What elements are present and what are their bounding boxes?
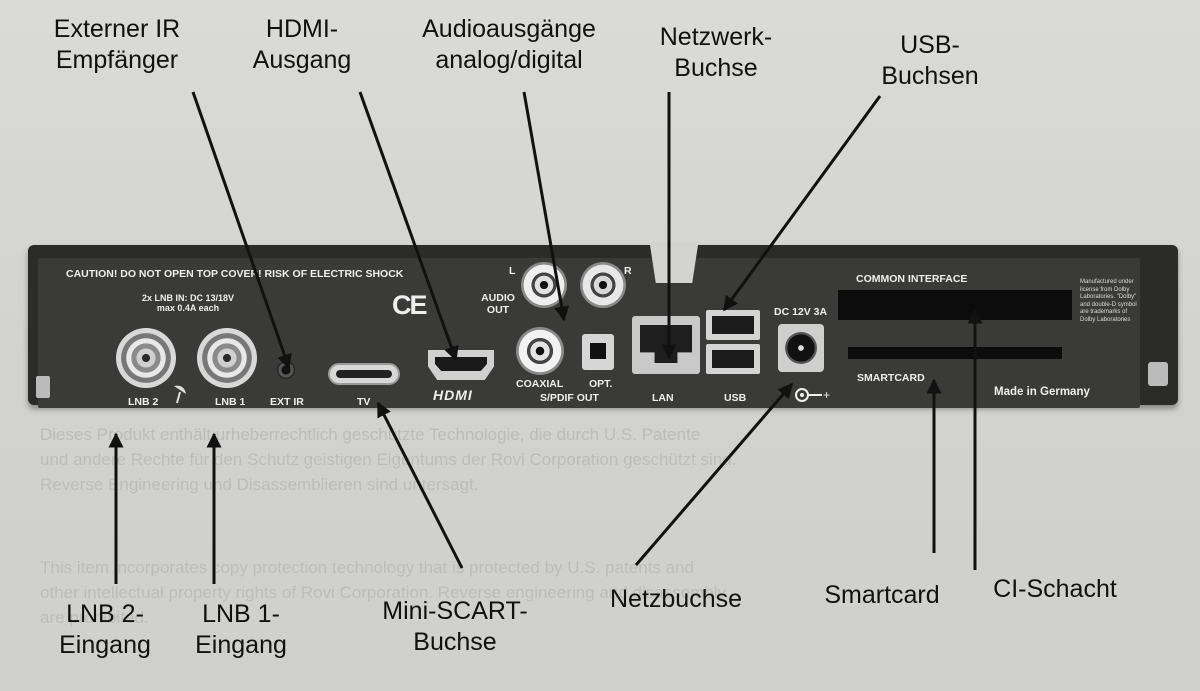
optical-socket (590, 343, 606, 359)
audio-out-line: OUT (486, 304, 510, 316)
dc-label: DC 12V 3A (774, 306, 828, 318)
ce-mark: CE (392, 290, 427, 320)
usb-socket (712, 316, 754, 334)
callout-line: Ausgang (252, 46, 352, 74)
mini-scart-socket (336, 370, 392, 378)
arrow-audio (522, 91, 570, 322)
lnb2-connector[interactable] (116, 328, 176, 388)
callout-line: Buchse (413, 628, 497, 656)
made-in-label: Made in Germany (994, 386, 1090, 398)
ext-ir-label: EXT IR (270, 396, 304, 408)
lnb2-label: LNB 2 (128, 396, 159, 408)
callout-ci-slot: CI-Schacht (993, 575, 1117, 603)
callout-line: analog/digital (435, 46, 583, 74)
callout-power: Netzbuchse (609, 585, 743, 613)
corner-screw-left (36, 376, 50, 398)
hdmi-logo: HDMI (433, 387, 473, 403)
callout-smartcard: Smartcard (824, 581, 940, 609)
usb-port-bottom[interactable] (706, 344, 760, 374)
callout-network: Netzwerk- Buchse (636, 22, 796, 84)
callout-line: Eingang (195, 631, 287, 659)
audio-out-line: AUDIO (481, 292, 515, 304)
callout-line: Netzwerk- (659, 23, 773, 51)
callout-line: Empfänger (55, 46, 179, 74)
callout-line: Eingang (59, 631, 151, 659)
callout-line: Buchse (674, 54, 758, 82)
lan-label: LAN (652, 392, 674, 404)
usb-label: USB (724, 392, 747, 404)
callout-usb: USB- Buchsen (860, 30, 1000, 92)
smartcard-slot[interactable] (848, 347, 1062, 359)
lnb-spec-label: 2x LNB IN: DC 13/18V max 0.4A each (118, 293, 258, 313)
dc-polarity-icon: + (792, 386, 832, 404)
ci-slot[interactable] (838, 290, 1072, 320)
coaxial-jack[interactable] (516, 327, 564, 375)
callout-line: LNB 2- (66, 600, 144, 628)
callout-line: USB- (900, 31, 960, 59)
svg-text:+: + (823, 388, 830, 402)
arrow-power (634, 382, 794, 566)
callout-hdmi-out: HDMI- Ausgang (232, 14, 372, 76)
background-text-line: Dieses Produkt enthält urheberrechtlich … (40, 425, 701, 444)
audio-r-label: R (624, 265, 632, 277)
smartcard-label: SMARTCARD (857, 372, 925, 384)
callout-audio-out: Audioausgänge analog/digital (404, 14, 614, 76)
lnb1-connector[interactable] (197, 328, 257, 388)
lnb1-label: LNB 1 (215, 396, 246, 408)
mini-scart-connector[interactable] (328, 363, 400, 385)
dc-power-jack[interactable] (778, 324, 824, 372)
usb-socket (712, 350, 754, 368)
audio-right-jack[interactable] (580, 262, 626, 308)
arrow-hdmi (358, 91, 459, 362)
background-text-line: are prohibited. (40, 608, 149, 627)
arrow-usb (722, 95, 882, 312)
audio-out-label: AUDIO OUT (468, 292, 528, 316)
callout-mini-scart: Mini-SCART- Buchse (370, 596, 540, 658)
callout-ext-ir: Externer IR Empfänger (26, 14, 208, 76)
callout-line: Externer IR (53, 15, 181, 43)
spdif-label: S/PDIF OUT (540, 392, 599, 404)
background-text-line: other intellectual property rights of Ro… (40, 583, 727, 602)
audio-l-label: L (509, 265, 516, 277)
satellite-dish-icon (172, 382, 188, 404)
callout-line: Audioausgänge (422, 15, 596, 43)
callout-line: Buchsen (881, 62, 979, 90)
lan-port[interactable] (632, 316, 700, 374)
callout-lnb1: LNB 1- Eingang (176, 599, 306, 661)
arrow-ext-ir (191, 91, 292, 370)
callout-lnb2: LNB 2- Eingang (40, 599, 170, 661)
callout-line: HDMI- (265, 15, 339, 43)
corner-screw-right (1148, 362, 1168, 386)
optical-label: OPT. (589, 378, 613, 390)
common-interface-label: COMMON INTERFACE (856, 273, 968, 285)
coaxial-label: COAXIAL (516, 378, 564, 390)
optical-port[interactable] (582, 334, 614, 370)
callout-line: LNB 1- (202, 600, 280, 628)
lnb-spec-line: max 0.4A each (156, 303, 220, 313)
usb-port-top[interactable] (706, 310, 760, 340)
arrow-mini-scart (376, 401, 464, 569)
background-text-line: This item incorporates copy protection t… (40, 558, 694, 577)
dolby-license-text: Manufactured under license from Dolby La… (1080, 279, 1137, 323)
panel-notch (650, 245, 698, 283)
lnb-spec-line: 2x LNB IN: DC 13/18V (141, 293, 235, 303)
background-text-line: Reverse Engineering und Disassemblieren … (40, 475, 479, 494)
tv-label: TV (357, 396, 371, 408)
dc-socket (785, 332, 817, 364)
caution-label: CAUTION! DO NOT OPEN TOP COVER! RISK OF … (66, 268, 404, 280)
callout-line: Mini-SCART- (382, 597, 528, 625)
